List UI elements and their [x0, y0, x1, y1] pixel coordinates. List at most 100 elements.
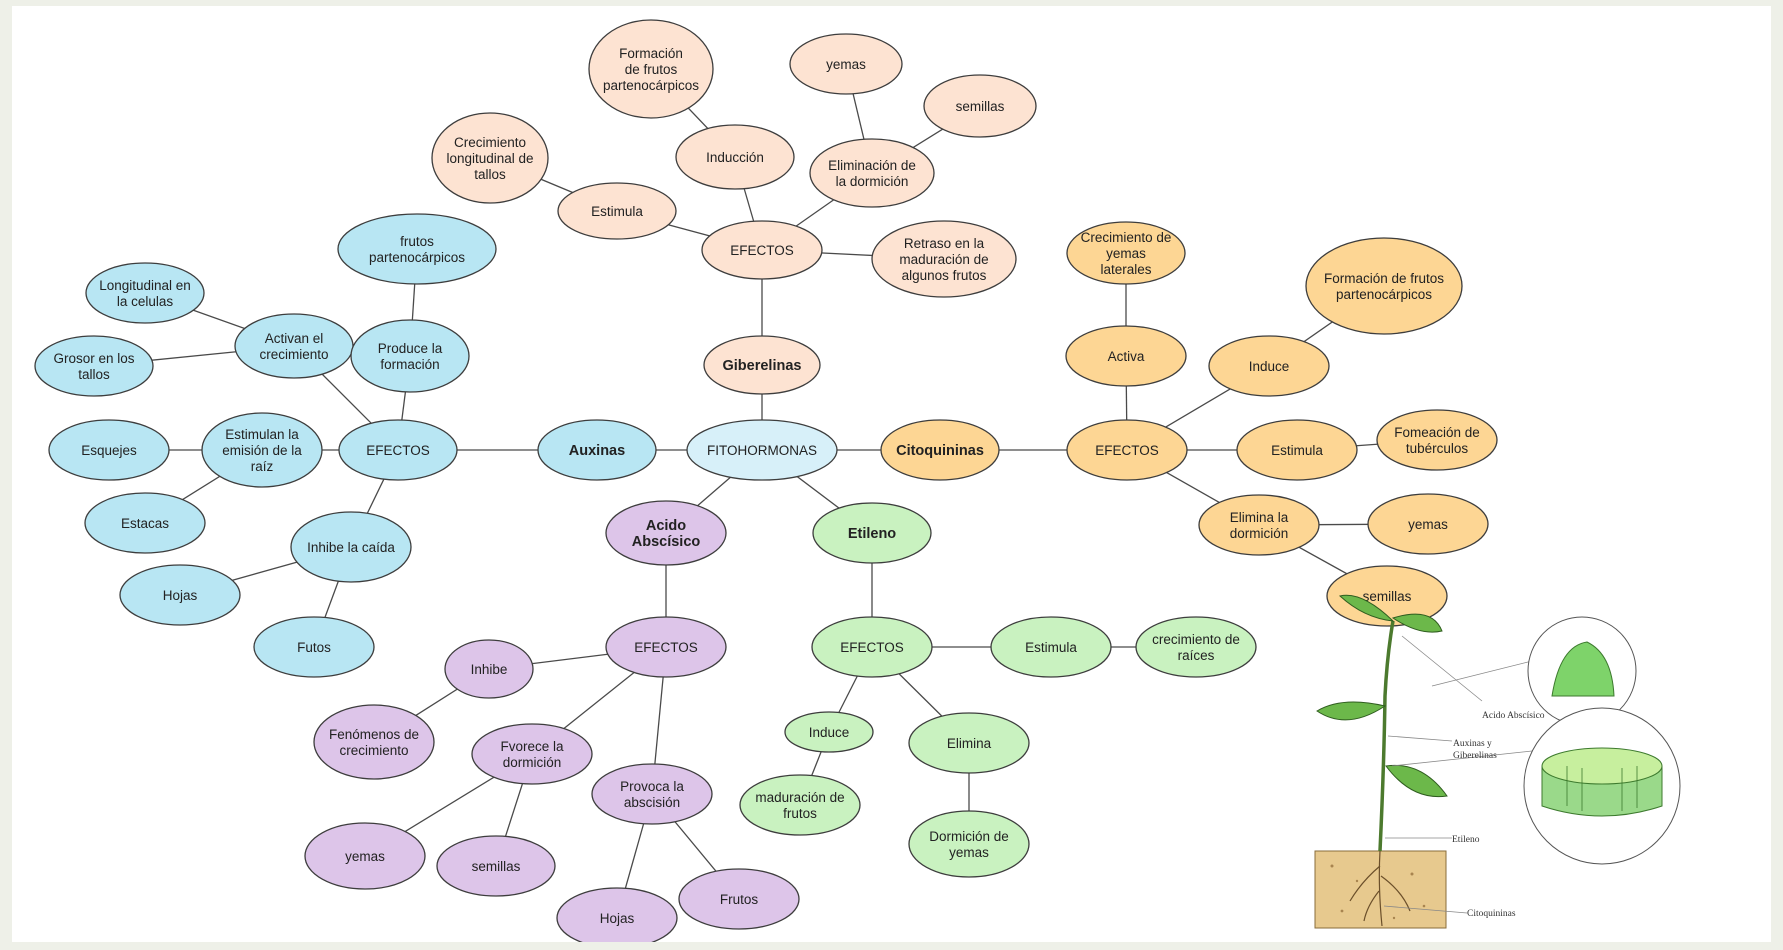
- node-label: Estacas: [121, 516, 169, 531]
- node-aux-estacas: Estacas: [84, 492, 206, 554]
- node-gib-semillas: semillas: [923, 74, 1037, 138]
- node-cito-induce: Induce: [1208, 335, 1330, 397]
- node-shape: [908, 712, 1030, 774]
- node-eti-induce: Induce: [784, 711, 874, 753]
- node-label: Etileno: [848, 526, 896, 542]
- node-shape: [338, 419, 458, 481]
- node-shape: [436, 835, 556, 897]
- node-shape: [678, 868, 800, 930]
- node-label: EFECTOS: [840, 640, 904, 655]
- node-shape: [471, 723, 593, 785]
- node-shape: [350, 319, 470, 393]
- pointer-lines: [1383, 635, 1533, 914]
- node-shape: [1208, 335, 1330, 397]
- node-shape: [588, 19, 714, 119]
- node-shape: [605, 616, 727, 678]
- plant-label-citoquininas: Citoquininas: [1467, 909, 1516, 919]
- node-label: Hojas: [600, 911, 635, 926]
- node-aba-semillas: semillas: [436, 835, 556, 897]
- node-label: EFECTOS: [634, 640, 698, 655]
- node-gib-estim: Estimula: [557, 182, 677, 240]
- node-label: Hojas: [163, 588, 198, 603]
- node-label: EFECTOS: [366, 443, 430, 458]
- node-fito: FITOHORMONAS: [686, 419, 838, 481]
- node-aux-hojas: Hojas: [119, 564, 241, 626]
- node-aba-ef: EFECTOS: [605, 616, 727, 678]
- node-shape: [591, 763, 713, 825]
- node-shape: [1198, 494, 1320, 556]
- node-shape: [908, 810, 1030, 878]
- plant-label-abscisico: Acido Abscísico: [1482, 711, 1545, 721]
- stem-section-drawing: [1541, 747, 1663, 817]
- node-label: Inducción: [706, 150, 764, 165]
- node-shape: [290, 511, 412, 583]
- node-shape: [34, 335, 154, 397]
- node-aux-inhibe: Inhibe la caída: [290, 511, 412, 583]
- node-shape: [1367, 493, 1489, 555]
- node-shape: [304, 822, 426, 890]
- node-label: yemas: [1408, 517, 1448, 532]
- node-gib-ind: Inducción: [675, 124, 795, 190]
- node-shape: [1066, 419, 1188, 481]
- node-shape: [789, 33, 903, 95]
- node-shape: [313, 704, 435, 780]
- node-label: EFECTOS: [730, 243, 794, 258]
- node-cito-estim: Estimula: [1236, 419, 1358, 481]
- node-shape: [337, 213, 497, 285]
- node-shape: [1065, 325, 1187, 387]
- node-shape: [923, 74, 1037, 138]
- node-shape: [556, 887, 678, 942]
- node-label: FITOHORMONAS: [707, 443, 817, 458]
- node-aba-inhibe: Inhibe: [444, 639, 534, 699]
- node-label: Esquejes: [81, 443, 137, 458]
- node-shape: [605, 500, 727, 566]
- node-gib: Giberelinas: [703, 335, 821, 395]
- node-label: Activa: [1108, 349, 1145, 364]
- plant-label-aux-gib-1: Auxinas y: [1453, 739, 1492, 749]
- plant-label-etileno: Etileno: [1452, 835, 1480, 845]
- node-eti-estim: Estimula: [990, 616, 1112, 678]
- node-shape: [784, 711, 874, 753]
- node-shape: [557, 182, 677, 240]
- concept-nodes: FITOHORMONASGiberelinasEFECTOSEstimulaCr…: [34, 19, 1498, 942]
- soil-texture: [1330, 864, 1426, 920]
- node-shape: [809, 138, 935, 208]
- node-shape: [1376, 409, 1498, 471]
- node-shape: [812, 502, 932, 564]
- node-aba-frutos: Frutos: [678, 868, 800, 930]
- node-label: Futos: [297, 640, 331, 655]
- stem: [1378, 620, 1395, 852]
- node-shape: [253, 616, 375, 678]
- node-label: semillas: [1363, 589, 1412, 604]
- node-eti-elimina: Elimina: [908, 712, 1030, 774]
- node-shape: [1326, 565, 1448, 627]
- node-label: yemas: [345, 849, 385, 864]
- node-shape: [1135, 616, 1257, 678]
- node-shape: [444, 639, 534, 699]
- node-aux-ef: EFECTOS: [338, 419, 458, 481]
